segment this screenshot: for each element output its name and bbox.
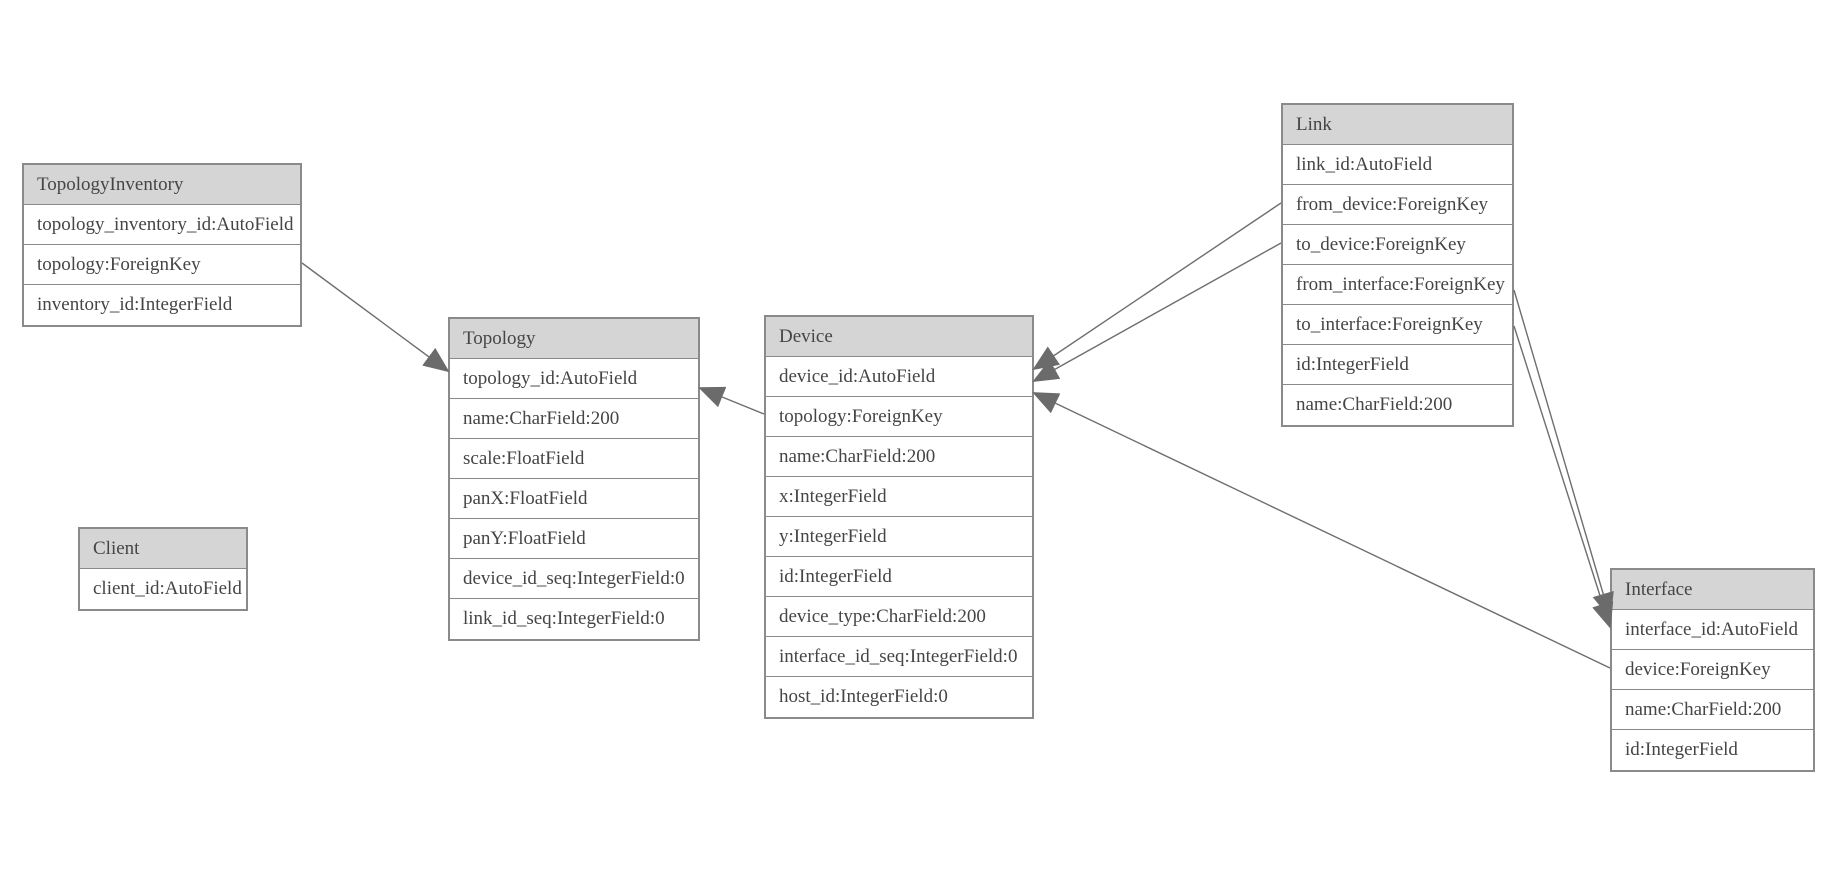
field-row-topology-name: name:CharField:200 — [450, 399, 698, 439]
field-row-device-name: name:CharField:200 — [766, 437, 1032, 477]
field-row-device-interface_id_seq: interface_id_seq:IntegerField:0 — [766, 637, 1032, 677]
field-row-interface-interface_id: interface_id:AutoField — [1612, 610, 1813, 650]
table-title-device: Device — [766, 317, 1032, 357]
table-title-client: Client — [80, 529, 246, 569]
field-row-topology-device_id_seq: device_id_seq:IntegerField:0 — [450, 559, 698, 599]
field-row-topologyinventory-inventory_id: inventory_id:IntegerField — [24, 285, 300, 325]
field-row-topology-topology_id: topology_id:AutoField — [450, 359, 698, 399]
field-row-link-to_interface: to_interface:ForeignKey — [1283, 305, 1512, 345]
field-row-device-host_id: host_id:IntegerField:0 — [766, 677, 1032, 717]
field-row-device-device_type: device_type:CharField:200 — [766, 597, 1032, 637]
field-row-device-id: id:IntegerField — [766, 557, 1032, 597]
table-title-link: Link — [1283, 105, 1512, 145]
field-row-topology-link_id_seq: link_id_seq:IntegerField:0 — [450, 599, 698, 639]
field-row-link-id: id:IntegerField — [1283, 345, 1512, 385]
table-title-topologyinventory: TopologyInventory — [24, 165, 300, 205]
field-row-device-x: x:IntegerField — [766, 477, 1032, 517]
fk-arrow-device-topology-to-topology — [698, 386, 765, 415]
field-row-device-device_id: device_id:AutoField — [766, 357, 1032, 397]
field-row-interface-id: id:IntegerField — [1612, 730, 1813, 770]
field-row-topology-panY: panY:FloatField — [450, 519, 698, 559]
table-title-interface: Interface — [1612, 570, 1813, 610]
fk-arrow-topologyinventory-topology-to-topology — [301, 262, 450, 373]
field-row-interface-name: name:CharField:200 — [1612, 690, 1813, 730]
field-row-device-topology: topology:ForeignKey — [766, 397, 1032, 437]
field-row-topology-panX: panX:FloatField — [450, 479, 698, 519]
field-row-link-link_id: link_id:AutoField — [1283, 145, 1512, 185]
field-row-device-y: y:IntegerField — [766, 517, 1032, 557]
fk-arrow-link-to-interface-to-interface — [1513, 325, 1614, 629]
field-row-link-from_interface: from_interface:ForeignKey — [1283, 265, 1512, 305]
field-row-client-client_id: client_id:AutoField — [80, 569, 246, 609]
table-title-topology: Topology — [450, 319, 698, 359]
field-row-link-to_device: to_device:ForeignKey — [1283, 225, 1512, 265]
field-row-interface-device: device:ForeignKey — [1612, 650, 1813, 690]
fk-arrow-link-to-device-to-device — [1032, 242, 1282, 382]
fk-arrow-interface-device-to-device — [1032, 392, 1611, 669]
fk-arrow-link-from-device-to-device — [1032, 202, 1282, 371]
field-row-topologyinventory-topology_inventory_id: topology_inventory_id:AutoField — [24, 205, 300, 245]
fk-arrow-link-from-interface-to-interface — [1513, 289, 1614, 619]
field-row-link-from_device: from_device:ForeignKey — [1283, 185, 1512, 225]
field-row-link-name: name:CharField:200 — [1283, 385, 1512, 425]
field-row-topologyinventory-topology: topology:ForeignKey — [24, 245, 300, 285]
field-row-topology-scale: scale:FloatField — [450, 439, 698, 479]
